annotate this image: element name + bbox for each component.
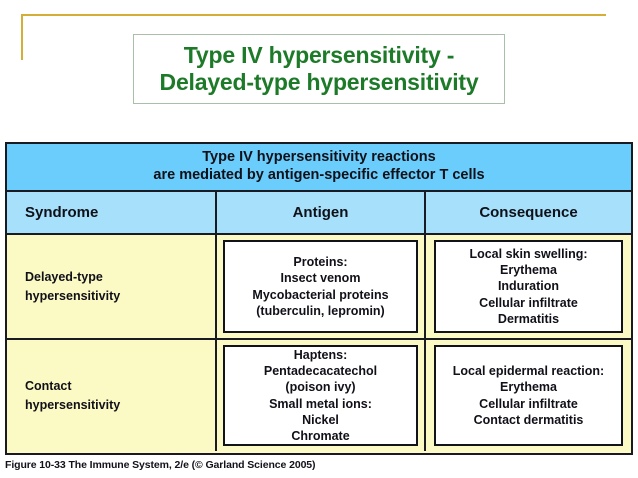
consequence-line: Erythema xyxy=(500,380,557,395)
column-header-antigen: Antigen xyxy=(217,192,426,233)
column-header-syndrome: Syndrome xyxy=(7,192,217,233)
syndrome-line: hypersensitivity xyxy=(25,397,121,412)
slide-title-box: Type IV hypersensitivity - Delayed-type … xyxy=(133,34,505,104)
antigen-line: Chromate xyxy=(291,429,350,443)
consequence-inner-box: Local skin swelling: Erythema Induration… xyxy=(434,240,623,333)
antigen-line: Haptens: xyxy=(293,347,348,362)
antigen-line: Insect venom xyxy=(280,271,361,286)
antigen-line: (tuberculin, lepromin) xyxy=(256,303,385,318)
syndrome-line: hypersensitivity xyxy=(25,288,121,303)
table-banner-line-2: are mediated by antigen-specific effecto… xyxy=(153,167,485,183)
consequence-line: Cellular infiltrate xyxy=(479,295,578,310)
syndrome-line: Contact xyxy=(25,379,72,394)
antigen-line: Proteins: xyxy=(293,255,348,269)
cell-syndrome: Delayed-type hypersensitivity xyxy=(7,235,217,338)
table-banner-line-1: Type IV hypersensitivity reactions xyxy=(202,149,436,166)
decorative-corner-bracket xyxy=(21,14,606,60)
table-row: Delayed-type hypersensitivity Proteins: … xyxy=(7,235,631,340)
table-column-header-row: Syndrome Antigen Consequence xyxy=(7,192,631,235)
consequence-inner-box: Local epidermal reaction: Erythema Cellu… xyxy=(434,345,623,446)
figure-caption: Figure 10-33 The Immune System, 2/e (© G… xyxy=(5,459,316,471)
consequence-line: Local skin swelling: xyxy=(469,246,588,261)
consequence-line: Erythema xyxy=(500,263,557,278)
slide-title-line-1: Type IV hypersensitivity - xyxy=(183,41,455,68)
antigen-line: Pentadecacatechol xyxy=(263,364,378,378)
antigen-line: Nickel xyxy=(302,412,339,427)
column-header-consequence: Consequence xyxy=(479,204,578,221)
table-row: Contact hypersensitivity Haptens: Pentad… xyxy=(7,340,631,451)
antigen-line: Mycobacterial proteins xyxy=(252,287,389,302)
table-banner-row: Type IV hypersensitivity reactions are m… xyxy=(7,144,631,192)
consequence-line: Local epidermal reaction: xyxy=(452,364,605,378)
antigen-inner-box: Haptens: Pentadecacatechol (poison ivy) … xyxy=(223,345,418,446)
cell-consequence: Local skin swelling: Erythema Induration… xyxy=(426,235,631,338)
cell-consequence: Local epidermal reaction: Erythema Cellu… xyxy=(426,340,631,451)
cell-antigen: Haptens: Pentadecacatechol (poison ivy) … xyxy=(217,340,426,451)
consequence-line: Cellular infiltrate xyxy=(479,396,578,411)
hypersensitivity-table: Type IV hypersensitivity reactions are m… xyxy=(5,142,633,455)
consequence-line: Contact dermatitis xyxy=(473,412,584,427)
antigen-line: Small metal ions: xyxy=(269,396,372,411)
antigen-line: (poison ivy) xyxy=(285,380,356,395)
syndrome-line: Delayed-type xyxy=(25,270,103,285)
slide-title-line-2: Delayed-type hypersensitivity xyxy=(159,69,479,95)
consequence-line: Dermatitis xyxy=(497,311,560,326)
consequence-line: Induration xyxy=(497,279,560,294)
cell-syndrome: Contact hypersensitivity xyxy=(7,340,217,451)
antigen-inner-box: Proteins: Insect venom Mycobacterial pro… xyxy=(223,240,418,333)
cell-antigen: Proteins: Insect venom Mycobacterial pro… xyxy=(217,235,426,338)
